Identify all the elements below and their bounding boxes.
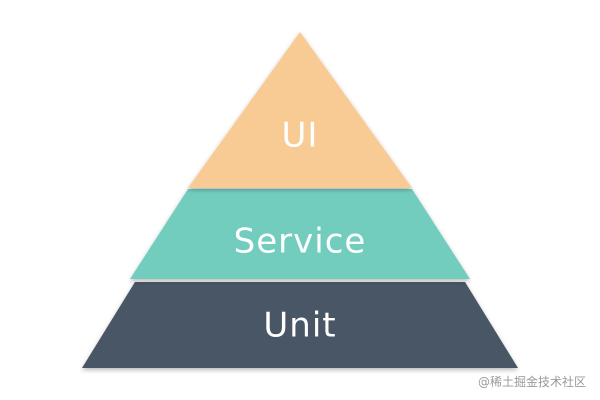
pyramid-tier-bottom-label: Unit — [263, 306, 336, 346]
watermark-text: @稀土掘金技术社区 — [477, 375, 586, 389]
pyramid-tier-bottom — [82, 282, 518, 368]
pyramid-tier-middle-label: Service — [234, 222, 367, 262]
pyramid-tier-top — [188, 32, 412, 188]
pyramid-tier-middle — [130, 189, 470, 279]
pyramid-tier-top-label: UI — [282, 116, 319, 156]
